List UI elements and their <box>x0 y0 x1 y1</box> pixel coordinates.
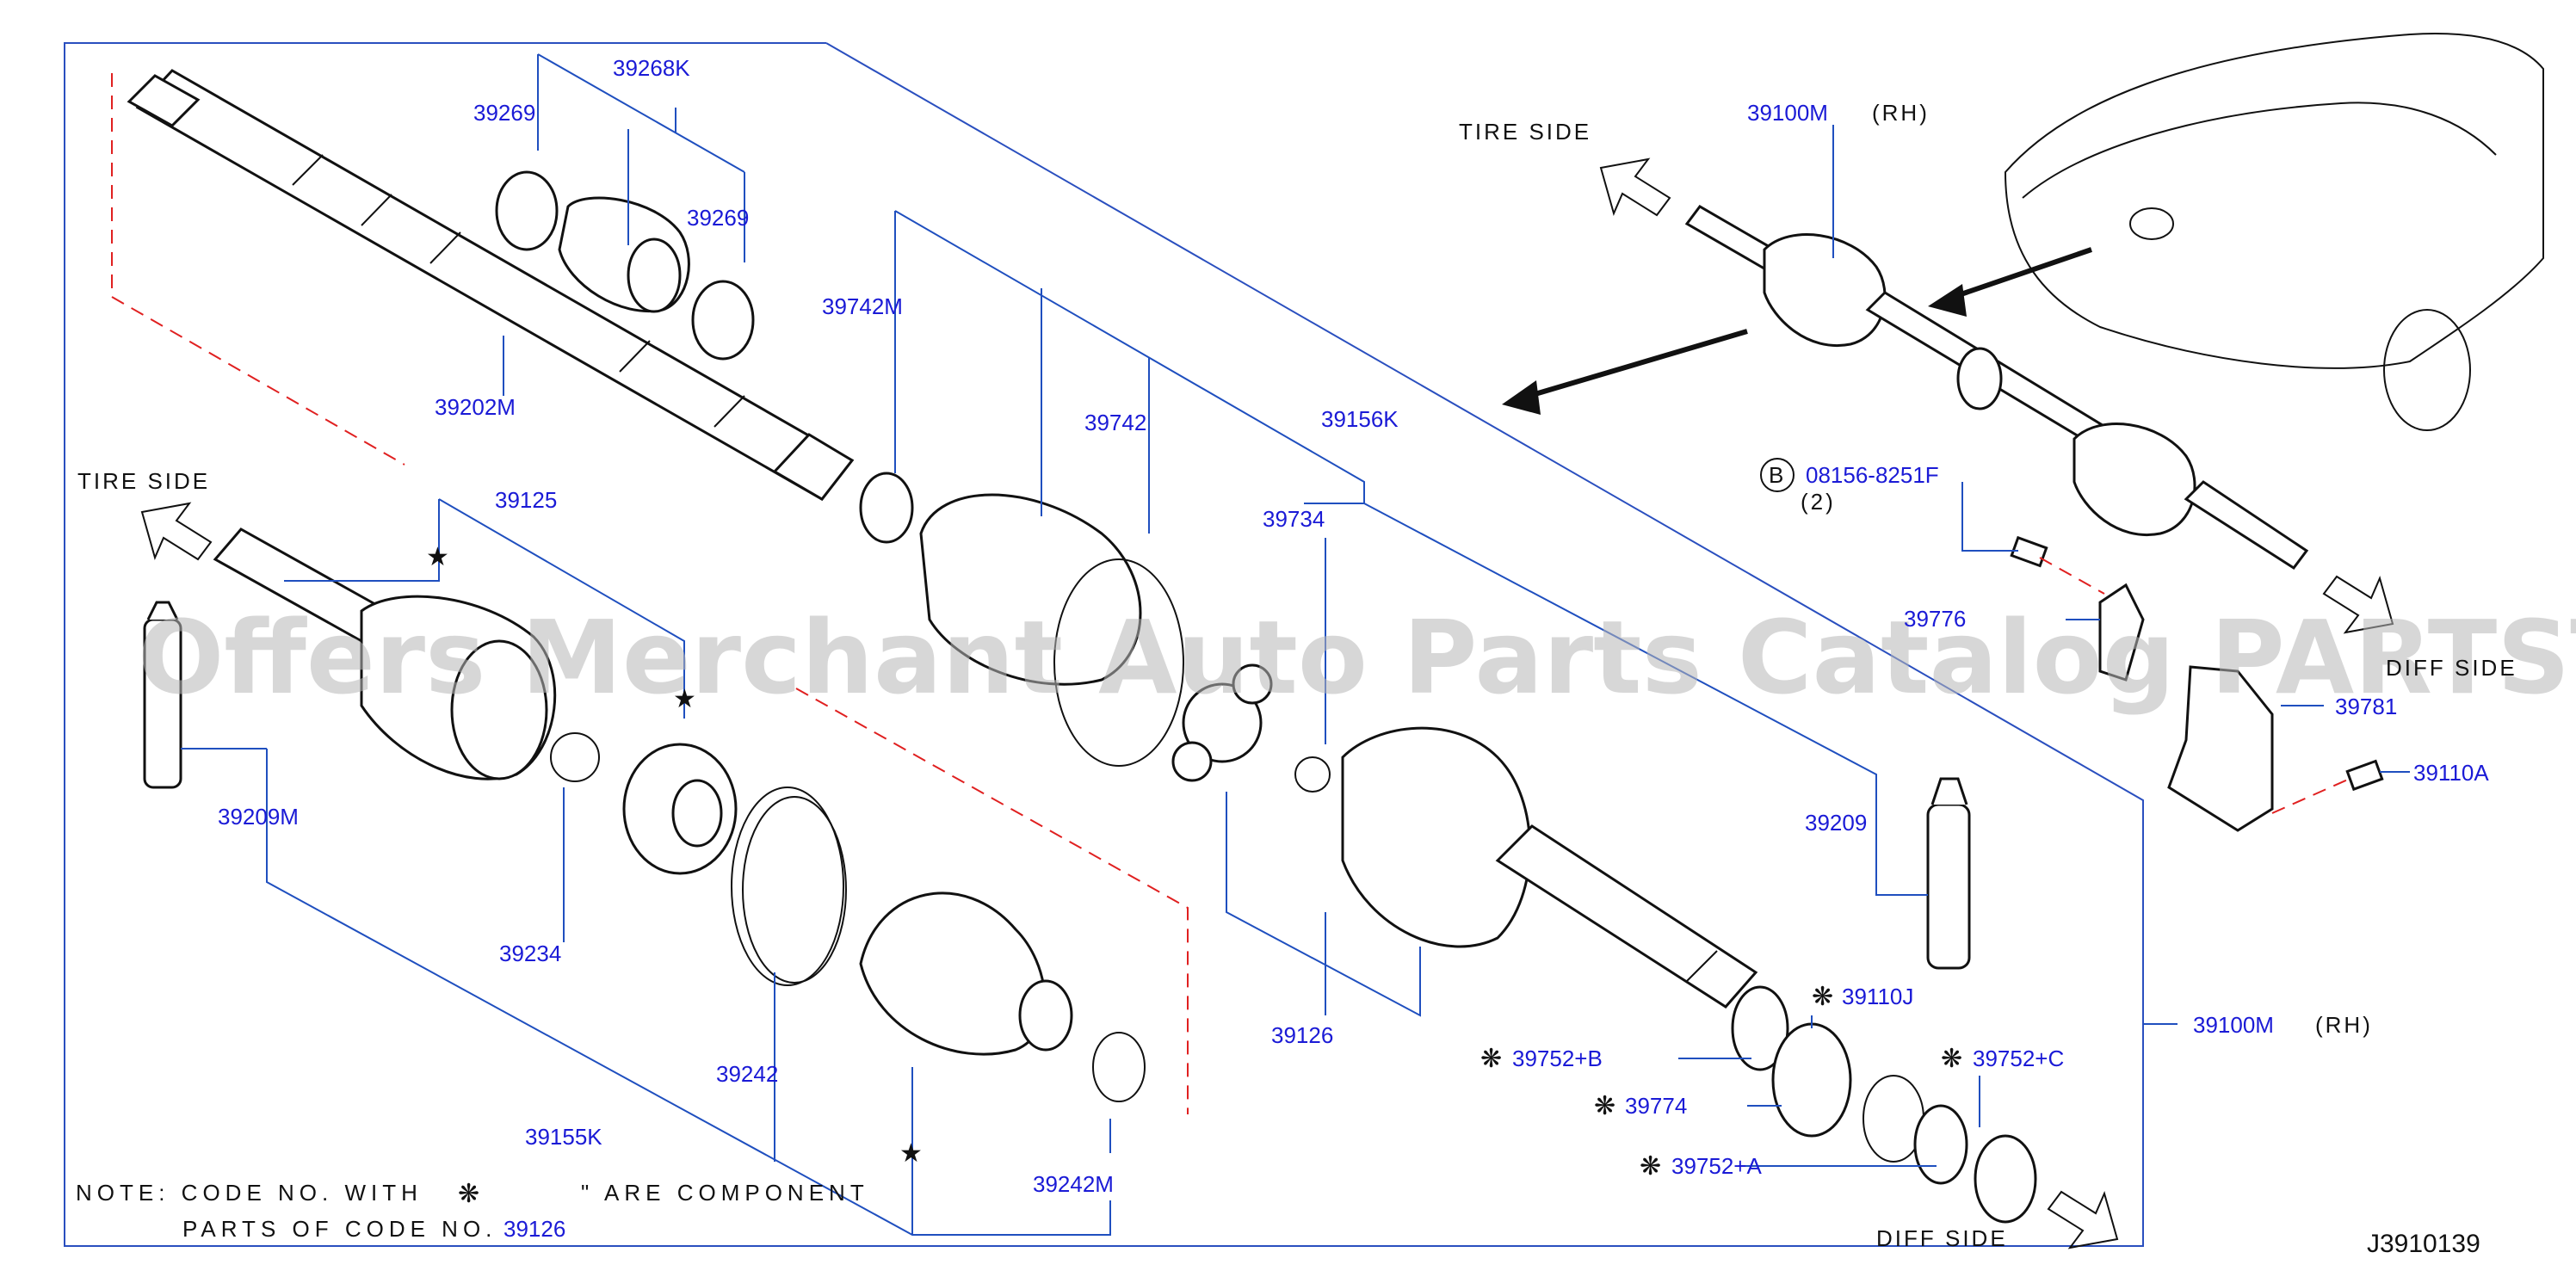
part-label-39209m[interactable]: 39209M <box>218 804 299 830</box>
part-label-39125[interactable]: 39125 <box>495 487 557 513</box>
part-label-08156-8251f[interactable]: 08156-8251F <box>1806 462 1939 488</box>
diff-side-label-bottom: DIFF SIDE <box>1876 1225 2008 1251</box>
component-mark-39110j: ❋ <box>1812 982 1833 1012</box>
part-label-39156k[interactable]: 39156K <box>1321 406 1399 432</box>
vehicle-outline <box>2004 33 2544 431</box>
rh-label-top: (RH) <box>1872 100 1930 126</box>
seal-set <box>1731 985 2037 1224</box>
bracket-39781 <box>2010 535 2384 832</box>
part-label-39110j[interactable]: 39110J <box>1842 984 1913 1009</box>
part-label-39155k[interactable]: 39155K <box>525 1124 602 1150</box>
boot-39242m <box>859 891 1146 1102</box>
tire-side-label-left: TIRE SIDE <box>77 468 210 494</box>
boot-39268k <box>495 170 755 361</box>
leader-lines <box>181 53 2410 1236</box>
rh-label-right: (RH) <box>2315 1012 2373 1038</box>
tire-side-label-top: TIRE SIDE <box>1459 119 1591 145</box>
part-label-39268k[interactable]: 39268K <box>613 55 690 81</box>
diagram-code: J3910139 <box>2367 1230 2480 1258</box>
star-marker-1: ★ <box>426 542 449 572</box>
housing-39126 <box>1341 726 1758 1009</box>
part-label-39734[interactable]: 39734 <box>1263 506 1325 532</box>
part-label-39742m[interactable]: 39742M <box>822 293 903 319</box>
tire-side-arrow-top-icon <box>1599 157 1671 217</box>
tire-side-arrow-left-icon <box>140 502 213 561</box>
driveshaft-assy-39100m <box>1684 205 2309 571</box>
part-label-39752b[interactable]: 39752+B <box>1512 1046 1603 1071</box>
component-mark-39752a: ❋ <box>1640 1151 1661 1181</box>
part-label-39126[interactable]: 39126 <box>1271 1022 1333 1048</box>
diff-side-arrow-right-icon <box>2322 575 2394 634</box>
shaft-39202m <box>127 69 855 501</box>
part-label-39100m-top[interactable]: 39100M <box>1747 100 1828 126</box>
guide-line-upper <box>111 73 405 466</box>
grease-tube-39209 <box>1926 777 1971 970</box>
outer-joint-39125 <box>213 527 557 780</box>
bolt-callout-letter: B <box>1769 462 1786 488</box>
part-label-39269-b[interactable]: 39269 <box>687 205 749 231</box>
component-mark-39774: ❋ <box>1594 1091 1615 1121</box>
diagram-frame <box>64 42 2144 1247</box>
guide-line-lower <box>795 688 1189 1114</box>
bolt-callout-circle <box>1760 458 1795 492</box>
part-label-39242[interactable]: 39242 <box>716 1061 778 1087</box>
part-label-39242m[interactable]: 39242M <box>1033 1171 1114 1197</box>
part-label-39110a[interactable]: 39110A <box>2413 760 2489 786</box>
part-label-39774[interactable]: 39774 <box>1625 1093 1687 1119</box>
snap-ring-39234 <box>550 732 738 875</box>
diff-side-label-right: DIFF SIDE <box>2386 655 2517 681</box>
note-line-1b: " ARE COMPONENT <box>581 1180 869 1206</box>
part-label-39742[interactable]: 39742 <box>1084 410 1146 435</box>
part-label-39209[interactable]: 39209 <box>1805 810 1867 836</box>
grease-tube-39209m <box>143 601 182 789</box>
part-label-39202m[interactable]: 39202M <box>435 394 516 420</box>
watermark: Offers Merchant Auto Parts Catalog PARTS… <box>138 598 2576 717</box>
guide-line-bolt <box>2039 557 2105 595</box>
part-label-39752a[interactable]: 39752+A <box>1671 1153 1762 1179</box>
bolt-callout-qty: (2) <box>1801 489 1836 515</box>
note-line-2-code[interactable]: 39126 <box>503 1216 565 1242</box>
star-marker-2: ★ <box>673 684 696 714</box>
component-mark-39752c: ❋ <box>1941 1044 1962 1074</box>
spider-39734 <box>1171 663 1331 793</box>
part-label-39234[interactable]: 39234 <box>499 941 561 966</box>
part-label-39269-a[interactable]: 39269 <box>473 100 535 126</box>
component-mark-39752b: ❋ <box>1480 1044 1502 1074</box>
part-label-39781[interactable]: 39781 <box>2335 694 2397 719</box>
part-label-39100m-right[interactable]: 39100M <box>2193 1012 2274 1038</box>
guide-line-bolt-2 <box>2271 778 2351 814</box>
boot-39742 <box>859 472 1184 767</box>
star-marker-3: ★ <box>899 1138 923 1169</box>
part-label-39776[interactable]: 39776 <box>1904 606 1966 632</box>
note-component-mark: ❋ <box>458 1179 479 1209</box>
arrow-icons <box>1502 247 2092 415</box>
diff-side-arrow-bottom-icon <box>2047 1190 2119 1249</box>
part-label-39752c[interactable]: 39752+C <box>1973 1046 2064 1071</box>
band-39242 <box>731 787 847 986</box>
note-line-1a: NOTE: CODE NO. WITH <box>76 1180 423 1206</box>
note-line-2a: PARTS OF CODE NO. <box>182 1216 497 1242</box>
